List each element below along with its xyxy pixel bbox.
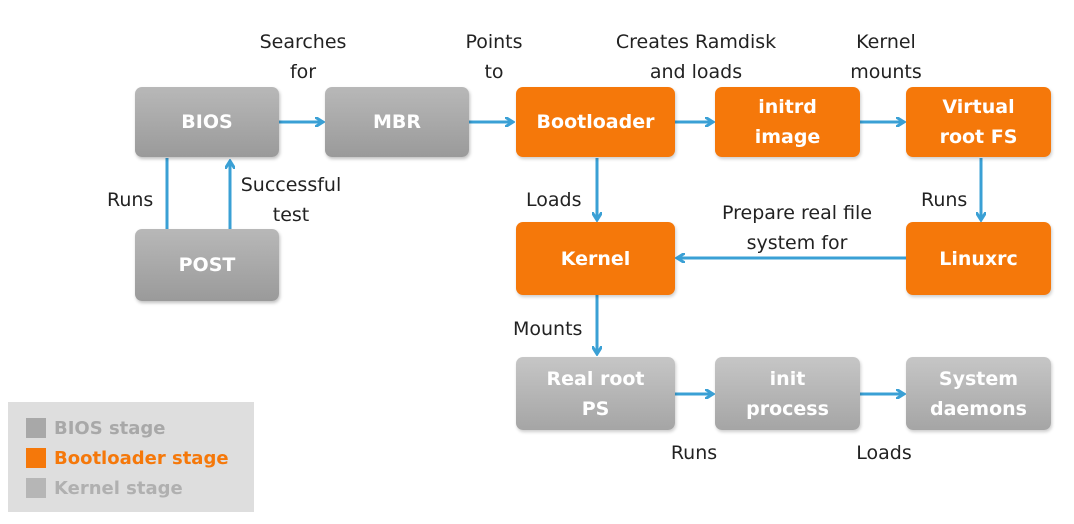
label-runs-post: Runs	[107, 189, 154, 211]
label-runs-init: Runs	[670, 442, 718, 464]
legend-item-bootloader: Bootloader stage	[26, 446, 229, 470]
mbr-box: MBR	[325, 87, 469, 157]
label-prepare-real-fs: Prepare real file system for	[721, 202, 873, 254]
label-loads-kernel: Loads	[526, 189, 582, 211]
legend-swatch-bootloader	[26, 448, 46, 468]
post-box: POST	[135, 229, 279, 301]
label-successful-test: Successful test	[240, 174, 342, 226]
legend-label-bios: BIOS stage	[54, 417, 166, 439]
initrd-image-box: initrd image	[715, 87, 860, 157]
real-root-box: Real root PS	[516, 357, 675, 430]
legend-item-bios: BIOS stage	[26, 416, 166, 440]
linuxrc-box: Linuxrc	[906, 222, 1051, 295]
label-points-to: Points to	[465, 31, 523, 83]
legend-item-kernel: Kernel stage	[26, 476, 183, 500]
label-kernel-mounts: Kernel mounts	[850, 31, 922, 83]
legend-label-bootloader: Bootloader stage	[54, 447, 229, 469]
system-daemons-box: System daemons	[906, 357, 1051, 430]
label-mounts: Mounts	[513, 318, 583, 340]
legend-label-kernel: Kernel stage	[54, 477, 183, 499]
legend-swatch-bios	[26, 418, 46, 438]
legend-swatch-kernel	[26, 478, 46, 498]
bootloader-box: Bootloader	[516, 87, 675, 157]
label-runs-linuxrc: Runs	[921, 189, 968, 211]
virtual-root-fs-box: Virtual root FS	[906, 87, 1051, 157]
init-process-box: init process	[715, 357, 860, 430]
legend: BIOS stage Bootloader stage Kernel stage	[8, 402, 254, 512]
kernel-box: Kernel	[516, 222, 675, 295]
label-loads-daemons: Loads	[856, 442, 912, 464]
label-searches-for: Searches for	[259, 31, 347, 83]
label-creates-ramdisk: Creates Ramdisk and loads	[615, 31, 777, 83]
bios-box: BIOS	[135, 87, 279, 157]
